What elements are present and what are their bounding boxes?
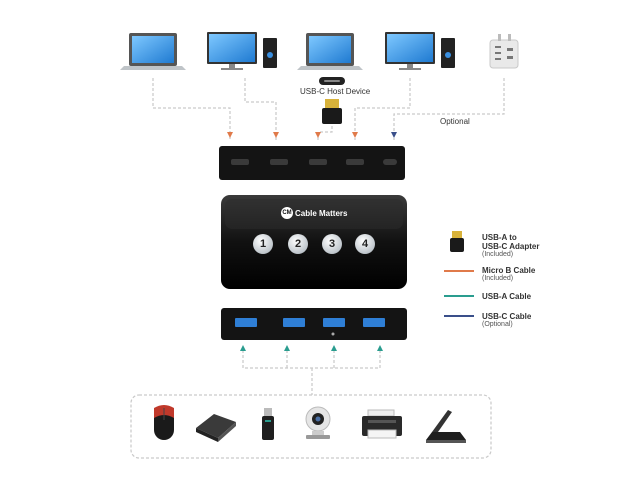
legend-usb-a-line	[444, 295, 474, 297]
usb-a-cables	[242, 350, 381, 395]
legend-usb-a-title: USB-A Cable	[482, 292, 532, 301]
legend-usb-c: USB-C Cable (Optional)	[482, 312, 632, 328]
peripherals-box	[130, 394, 492, 459]
legend-usb-c-title: USB-C Cable	[482, 312, 532, 321]
external-drive-icon	[196, 414, 236, 442]
legend-adapter-title2: USB-C Adapter	[482, 242, 540, 251]
desktop-monitor-icon	[385, 32, 455, 70]
legend-usb-c-line	[444, 315, 474, 317]
brand-logo-icon: CM	[281, 207, 293, 219]
legend-adapter: USB-A to USB-C Adapter (Included)	[482, 233, 632, 258]
cable-arrows	[227, 132, 397, 138]
legend-adapter-sub: (Included)	[482, 251, 514, 258]
legend-micro-b-title: Micro B Cable	[482, 266, 536, 275]
optional-label: Optional	[440, 117, 470, 126]
usb-adapter-icon	[322, 99, 342, 124]
port-button-4[interactable]: 4	[355, 234, 375, 254]
hub-rear-panel	[219, 146, 405, 180]
hub-top-panel	[221, 195, 407, 289]
port-button-2[interactable]: 2	[288, 234, 308, 254]
legend-micro-b-sub: (Included)	[482, 275, 514, 282]
brand-name: Cable Matters	[295, 209, 348, 218]
flash-drive-icon	[262, 408, 274, 440]
laptop-icon	[297, 33, 363, 70]
micro-b-cables	[152, 78, 505, 140]
desktop-monitor-icon	[207, 32, 277, 70]
legend-micro-b: Micro B Cable (Included)	[482, 266, 632, 282]
legend-adapter-title: USB-A to	[482, 233, 517, 242]
hub-front-panel	[221, 308, 407, 340]
port-button-3[interactable]: 3	[322, 234, 342, 254]
mouse-icon	[154, 405, 174, 440]
host-device-label: USB-C Host Device	[300, 87, 371, 96]
usb-c-port-icon	[319, 77, 345, 85]
wall-charger-icon	[489, 34, 519, 69]
laptop-icon	[120, 33, 186, 70]
port-button-1[interactable]: 1	[253, 234, 273, 254]
usb-a-arrows	[240, 345, 383, 351]
legend-usb-c-sub: (Optional)	[482, 321, 513, 328]
scanner-icon	[426, 410, 466, 443]
webcam-icon	[305, 406, 331, 439]
printer-icon	[362, 409, 402, 439]
legend-micro-b-line	[444, 270, 474, 272]
legend-adapter-icon	[450, 231, 464, 252]
legend-usb-a: USB-A Cable	[482, 292, 632, 301]
